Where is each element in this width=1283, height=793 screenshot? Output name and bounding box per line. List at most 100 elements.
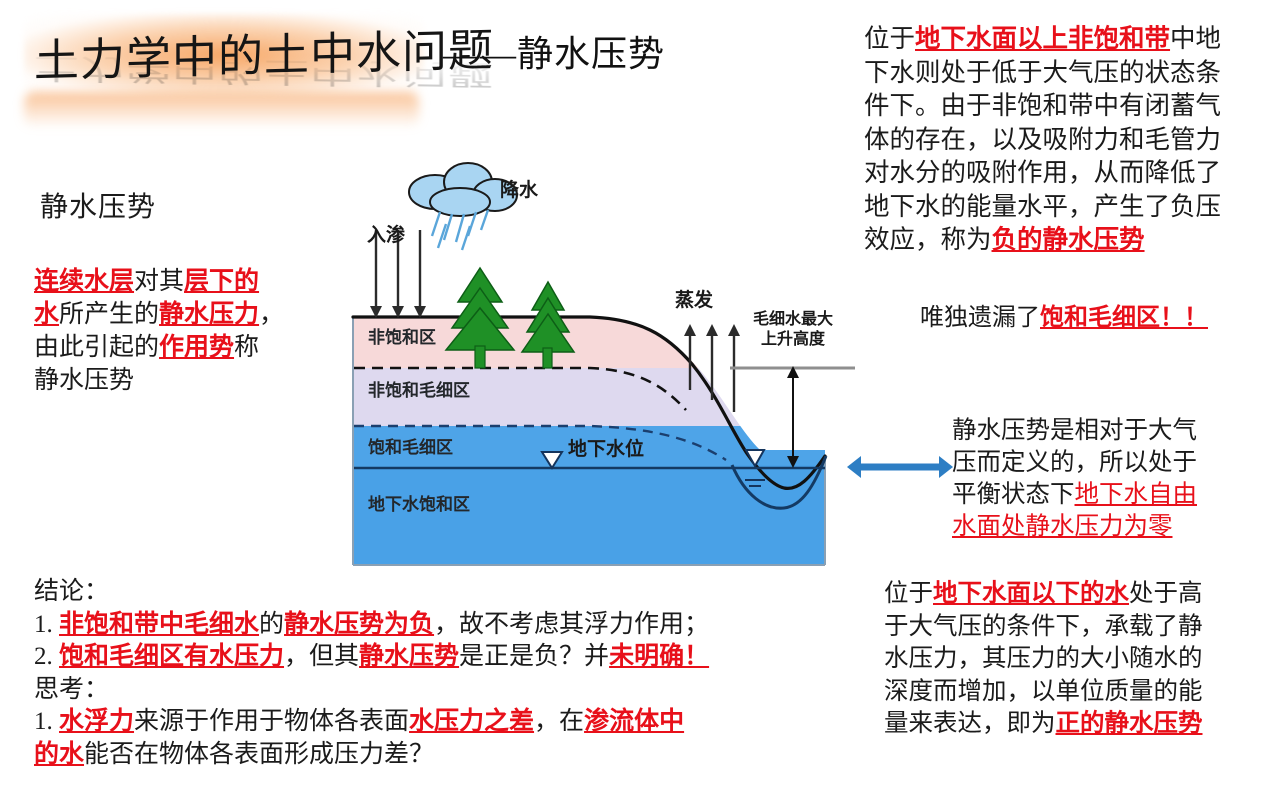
- text-line: 体的存在，以及吸附力和毛管力: [864, 123, 1264, 157]
- text-line: 效应，称为负的静水压势: [864, 223, 1264, 257]
- zone-label-saturated-capillary: 饱和毛细区: [368, 438, 453, 457]
- text-span: 由此引起的: [34, 334, 160, 361]
- text-span: 水浮力: [59, 708, 135, 735]
- text-span: 作用势: [159, 334, 235, 361]
- text-span: 1.: [34, 708, 59, 735]
- text-span: 2.: [34, 643, 59, 670]
- text-line: 连续水层对其层下的: [34, 265, 334, 298]
- text-line: 由此引起的作用势称: [34, 331, 334, 364]
- text-span: 地下水自由: [1074, 481, 1198, 508]
- infiltration-arrows: [370, 230, 426, 318]
- text-span: 水: [34, 301, 60, 328]
- text-span: 件下。由于非饱和带中有闭蓄气: [864, 91, 1222, 120]
- capillary-rise-measure: [730, 366, 855, 468]
- text-span: ，在: [534, 708, 585, 735]
- text-span: 饱和毛细区有水压力: [59, 643, 285, 670]
- lake-water-fill: [732, 465, 825, 565]
- text-span: ，: [259, 301, 285, 328]
- text-span: 位于: [884, 580, 933, 607]
- text-span: 静水压势为负: [284, 610, 435, 638]
- tree-icon-2: [520, 280, 576, 369]
- text-span: 水面处静水压力为零: [952, 513, 1173, 540]
- text-line: 水面处静水压力为零: [952, 511, 1272, 543]
- left-definition-paragraph: 连续水层对其层下的水所产生的静水压力，由此引起的作用势称静水压势: [34, 265, 334, 397]
- text-span: 位于: [864, 24, 916, 53]
- page-subtitle: ——静水压势: [443, 34, 666, 74]
- boundary-capillary-dashed: [354, 424, 727, 462]
- text-span: 中地: [1170, 24, 1222, 53]
- text-span: 未明确！: [609, 643, 710, 670]
- ground-surface-line: [351, 315, 827, 490]
- label-water-table: 地下水位: [568, 439, 645, 460]
- text-line: 压而定义的，所以处于: [952, 447, 1272, 479]
- text-span: 静水压势: [359, 643, 460, 670]
- text-line: 位于地下水面以下的水处于高: [884, 578, 1283, 611]
- groundwater-zones-diagram: 降水 入渗 蒸发 毛细水最大 上升高度 地下水位 非饱和区 非饱和毛细区 饱和毛…: [340, 150, 860, 575]
- text-line: 静水压势: [34, 364, 334, 397]
- text-line: 量来表达，即为正的静水压势: [884, 708, 1283, 741]
- text-span: 唯独遗漏了: [920, 305, 1040, 331]
- text-line: 地下水的能量水平，产生了负压: [864, 190, 1264, 224]
- water-table-marker-right: [744, 449, 766, 487]
- blue-double-arrow: [847, 456, 953, 478]
- text-span: 思考：: [34, 675, 110, 703]
- right-top-paragraph: 位于地下水面以上非饱和带中地下水则处于低于大气压的状态条件下。由于非饱和带中有闭…: [864, 22, 1264, 257]
- text-line: 的水能否在物体各表面形成压力差？: [34, 739, 884, 772]
- text-line: 水压力，其压力的大小随水的: [884, 643, 1283, 676]
- text-span: 正的静水压势: [1055, 710, 1203, 737]
- text-span: 是正是负？并: [459, 643, 610, 670]
- text-span: 结论：: [34, 578, 110, 605]
- page-title-text: 土力学中的土中水问题: [34, 25, 495, 87]
- text-line: 思考：: [34, 674, 884, 707]
- left-heading: 静水压势: [40, 192, 157, 223]
- text-line: 静水压势是相对于大气: [952, 415, 1272, 447]
- text-line: 下水则处于低于大气压的状态条: [864, 56, 1264, 90]
- text-span: 静水压势是相对于大气: [952, 417, 1197, 444]
- text-span: 渗流体中: [584, 708, 685, 735]
- text-span: 水压力之差: [409, 708, 535, 735]
- text-line: 深度而增加，以单位质量的能: [884, 676, 1283, 709]
- page-title: 土力学中的土中水问题 土力学中的土中水问题 ——静水压势: [18, 6, 698, 136]
- text-line: 水所产生的静水压力，: [34, 298, 334, 331]
- text-span: 处于高: [1129, 580, 1203, 607]
- right-bottom-paragraph: 位于地下水面以下的水处于高于大气压的条件下，承载了静水压力，其压力的大小随水的深…: [884, 578, 1283, 741]
- text-span: 饱和毛细区！！: [1040, 305, 1208, 331]
- boundary-unsaturated-dashed: [354, 366, 687, 411]
- text-line: 件下。由于非饱和带中有闭蓄气: [864, 89, 1264, 123]
- missing-zone-note: 唯独遗漏了饱和毛细区！！: [920, 302, 1280, 334]
- text-span: 效应，称为: [864, 225, 992, 254]
- text-span: 压而定义的，所以处于: [952, 449, 1197, 476]
- text-span: 对水分的吸附作用，从而降低了: [864, 158, 1222, 187]
- label-infiltration: 入渗: [367, 225, 406, 246]
- text-span: 地下水面以下的水: [933, 580, 1129, 607]
- text-span: 1.: [34, 610, 59, 638]
- zone-label-unsaturated-capillary: 非饱和毛细区: [368, 381, 470, 400]
- text-span: ，但其: [284, 643, 360, 670]
- text-span: ，故不考虑其浮力作用；: [434, 610, 710, 638]
- text-line: 结论：: [34, 576, 884, 609]
- text-line: 平衡状态下地下水自由: [952, 479, 1272, 511]
- text-span: 对其: [134, 268, 185, 295]
- diagram-svg: [351, 162, 855, 566]
- text-span: 层下的: [184, 268, 260, 295]
- text-line: 对水分的吸附作用，从而降低了: [864, 156, 1264, 190]
- text-span: 负的静水压势: [991, 225, 1145, 254]
- text-span: 静水压力: [159, 301, 260, 328]
- text-span: 来源于作用于物体各表面: [134, 708, 410, 735]
- title-glow-decoration: [24, 14, 424, 96]
- text-span: 的水: [34, 740, 85, 768]
- text-span: 水压力，其压力的大小随水的: [884, 645, 1203, 672]
- text-span: 下水则处于低于大气压的状态条: [864, 57, 1222, 87]
- text-line: 2. 饱和毛细区有水压力，但其静水压势是正是负？并未明确！: [34, 641, 884, 674]
- text-span: 能否在物体各表面形成压力差？: [84, 740, 435, 768]
- text-span: 于大气压的条件下，承载了静: [884, 612, 1203, 640]
- label-capillary-rise-line2: 上升高度: [760, 331, 825, 348]
- text-line: 1. 水浮力来源于作用于物体各表面水压力之差，在渗流体中: [34, 706, 884, 739]
- right-middle-paragraph: 静水压势是相对于大气压而定义的，所以处于平衡状态下地下水自由水面处静水压力为零: [952, 415, 1272, 543]
- tree-icon-1: [444, 266, 516, 369]
- text-span: 所产生的: [59, 301, 160, 328]
- text-line: 于大气压的条件下，承载了静: [884, 611, 1283, 644]
- label-evaporation: 蒸发: [675, 290, 714, 311]
- text-span: 静水压势: [34, 367, 135, 394]
